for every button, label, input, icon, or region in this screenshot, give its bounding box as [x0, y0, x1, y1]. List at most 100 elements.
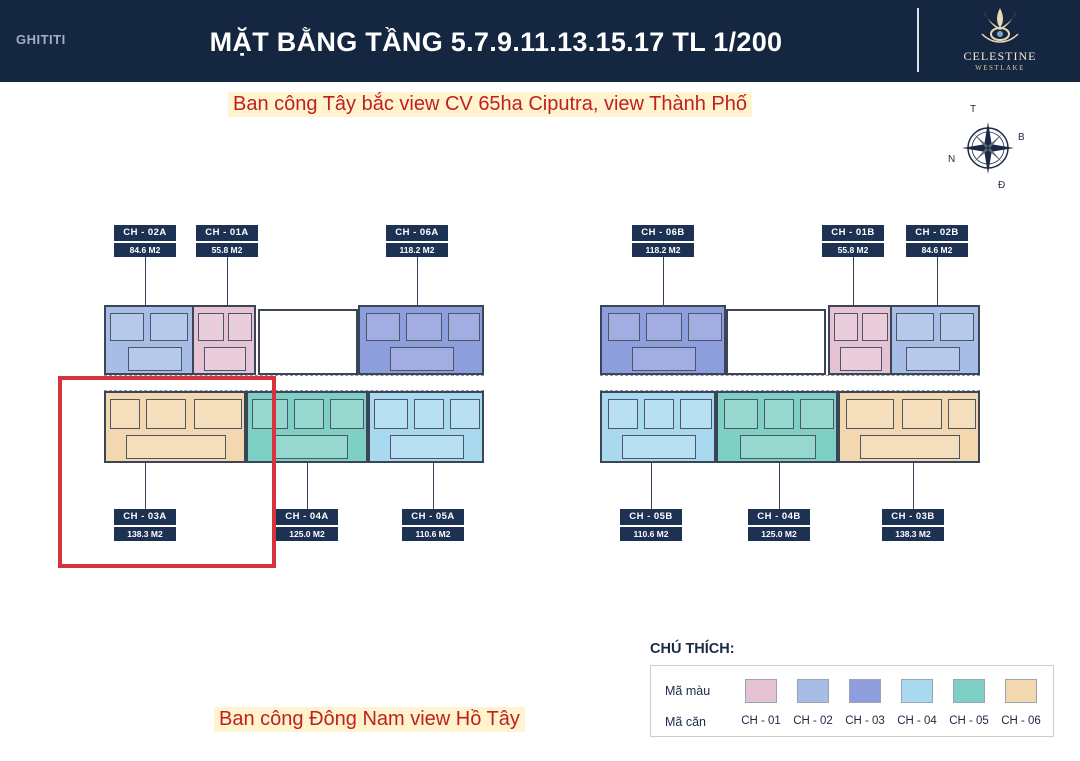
unit-area: 55.8 M2 [822, 243, 884, 257]
unit-ch-03a[interactable] [104, 391, 246, 463]
legend-color-label: Mã màu [665, 684, 711, 698]
unit-ch-01b[interactable] [828, 305, 892, 375]
unit-tag-ch-03b[interactable]: CH - 03B 138.3 M2 [882, 509, 944, 541]
room [448, 313, 480, 341]
unit-ch-02a[interactable] [104, 305, 194, 375]
room [228, 313, 252, 341]
legend-title: CHÚ THÍCH: [650, 641, 735, 657]
unit-name: CH - 06B [632, 225, 694, 241]
room [366, 313, 400, 341]
room [150, 313, 188, 341]
unit-name: CH - 03A [114, 509, 176, 525]
unit-tag-ch-06a[interactable]: CH - 06A 118.2 M2 [386, 225, 448, 257]
room [644, 399, 674, 429]
leader-line [227, 257, 228, 307]
elevator-stair-core [258, 309, 358, 375]
room [646, 313, 682, 341]
room [204, 347, 246, 371]
compass-west-label: N [948, 154, 955, 165]
unit-name: CH - 04B [748, 509, 810, 525]
legend-code-label: Mã căn [665, 715, 706, 729]
room [622, 435, 696, 459]
leader-line [853, 257, 854, 307]
room [680, 399, 712, 429]
unit-name: CH - 01B [822, 225, 884, 241]
floorplan-building-a [104, 305, 484, 463]
leader-line [433, 462, 434, 509]
room [414, 399, 444, 429]
room [390, 347, 454, 371]
room [632, 347, 696, 371]
unit-tag-ch-05a[interactable]: CH - 05A 110.6 M2 [402, 509, 464, 541]
unit-area: 138.3 M2 [882, 527, 944, 541]
compass-north-label: T [970, 104, 976, 115]
room [450, 399, 480, 429]
brand-name: CELESTINE [963, 49, 1037, 63]
brand-sub: WESTLAKE [975, 64, 1025, 72]
room [840, 347, 882, 371]
room [374, 399, 408, 429]
room [902, 399, 942, 429]
unit-area: 110.6 M2 [620, 527, 682, 541]
unit-ch-02b[interactable] [890, 305, 980, 375]
legend-swatch-ch-02 [797, 679, 829, 703]
unit-tag-ch-06b[interactable]: CH - 06B 118.2 M2 [632, 225, 694, 257]
unit-tag-ch-02b[interactable]: CH - 02B 84.6 M2 [906, 225, 968, 257]
unit-tag-ch-04a[interactable]: CH - 04A 125.0 M2 [276, 509, 338, 541]
unit-area: 110.6 M2 [402, 527, 464, 541]
header-divider [917, 8, 919, 72]
unit-ch-05a[interactable] [368, 391, 484, 463]
room [272, 435, 348, 459]
room [194, 399, 242, 429]
unit-ch-04a[interactable] [246, 391, 368, 463]
room [294, 399, 324, 429]
compass-south-label: Đ [998, 180, 1005, 191]
unit-ch-04b[interactable] [716, 391, 838, 463]
unit-name: CH - 04A [276, 509, 338, 525]
unit-ch-06a[interactable] [358, 305, 484, 375]
room [128, 347, 182, 371]
unit-tag-ch-03a[interactable]: CH - 03A 138.3 M2 [114, 509, 176, 541]
unit-ch-05b[interactable] [600, 391, 716, 463]
unit-area: 84.6 M2 [906, 243, 968, 257]
room [896, 313, 934, 341]
lotus-logo-icon [981, 8, 1019, 43]
room [846, 399, 894, 429]
room [724, 399, 758, 429]
legend-code-ch-05: CH - 05 [949, 715, 989, 727]
unit-name: CH - 06A [386, 225, 448, 241]
room [948, 399, 976, 429]
leader-line [145, 257, 146, 307]
unit-name: CH - 05A [402, 509, 464, 525]
legend-swatch-ch-03 [849, 679, 881, 703]
room [330, 399, 364, 429]
unit-name: CH - 02B [906, 225, 968, 241]
leader-line [663, 257, 664, 307]
room [126, 435, 226, 459]
leader-line [145, 462, 146, 509]
unit-tag-ch-04b[interactable]: CH - 04B 125.0 M2 [748, 509, 810, 541]
room [688, 313, 722, 341]
room [860, 435, 960, 459]
unit-ch-01a[interactable] [192, 305, 256, 375]
unit-tag-ch-01b[interactable]: CH - 01B 55.8 M2 [822, 225, 884, 257]
room [608, 399, 638, 429]
leader-line [307, 462, 308, 509]
unit-ch-03b[interactable] [838, 391, 980, 463]
unit-tag-ch-02a[interactable]: CH - 02A 84.6 M2 [114, 225, 176, 257]
leader-line [651, 462, 652, 509]
header-bar: GHITITI MẶT BẰNG TẦNG 5.7.9.11.13.15.17 … [0, 0, 1080, 82]
room [608, 313, 640, 341]
unit-ch-06b[interactable] [600, 305, 726, 375]
legend-code-ch-06: CH - 06 [1001, 715, 1041, 727]
unit-tag-ch-01a[interactable]: CH - 01A 55.8 M2 [196, 225, 258, 257]
room [940, 313, 974, 341]
floorplan-building-b [600, 305, 980, 463]
unit-area: 118.2 M2 [632, 243, 694, 257]
highlight-ch-03a [58, 376, 276, 568]
unit-tag-ch-05b[interactable]: CH - 05B 110.6 M2 [620, 509, 682, 541]
room [110, 313, 144, 341]
room [390, 435, 464, 459]
header-left-logo: GHITITI [16, 32, 66, 47]
legend-swatch-ch-04 [901, 679, 933, 703]
